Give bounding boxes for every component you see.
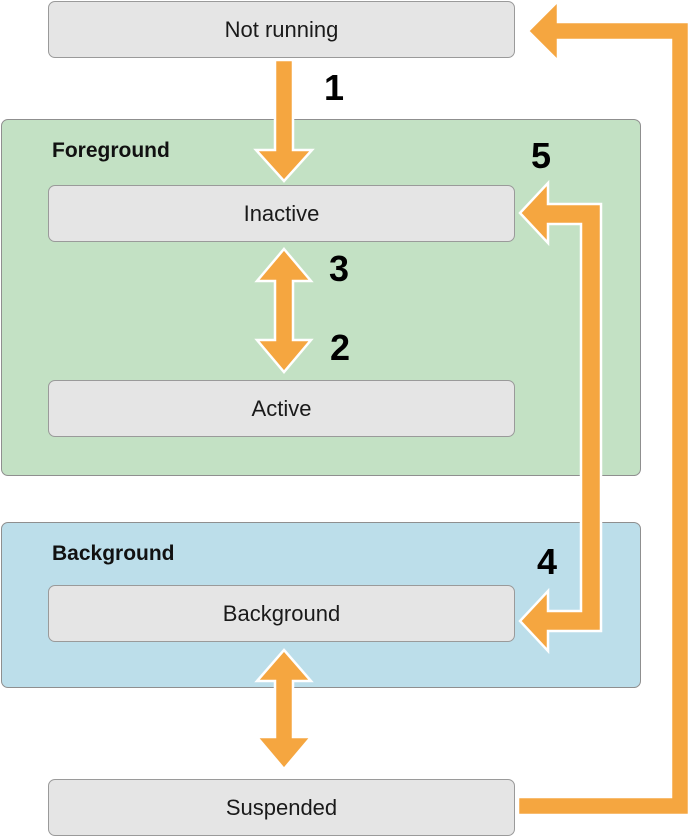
foreground-region-label: Foreground	[52, 139, 170, 162]
transition-number-4: 4	[537, 541, 558, 582]
state-active: Active	[48, 380, 515, 437]
arrow-background-suspended	[254, 648, 314, 771]
state-not-running: Not running	[48, 1, 515, 58]
arrow-background-to-inactive	[518, 179, 603, 655]
transition-number-5: 5	[531, 135, 552, 176]
arrow-suspended-to-not-running	[516, 0, 691, 817]
state-suspended: Suspended	[48, 779, 515, 836]
transition-number-3: 3	[329, 248, 350, 289]
transition-number-1: 1	[324, 67, 345, 108]
arrow-not-running-to-inactive	[253, 58, 315, 183]
state-inactive: Inactive	[48, 185, 515, 242]
arrow-inactive-active	[254, 247, 314, 374]
transition-number-2: 2	[330, 327, 351, 368]
background-region-label: Background	[52, 542, 175, 565]
state-background: Background	[48, 585, 515, 642]
